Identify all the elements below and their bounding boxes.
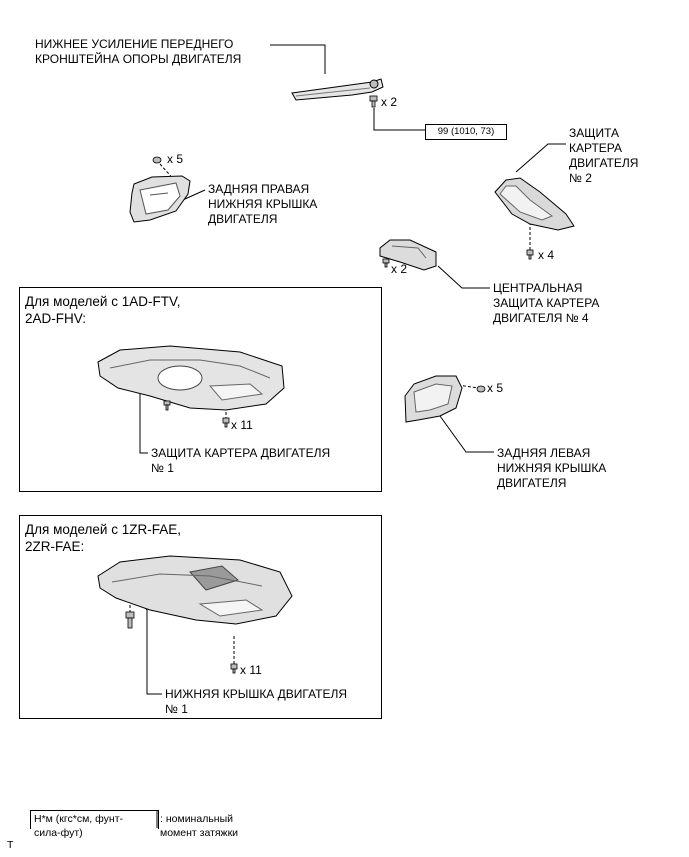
box2-part-2: № 1 — [165, 702, 188, 716]
label-front-reinforcement-1: НИЖНЕЕ УСИЛЕНИЕ ПЕРЕДНЕГО — [35, 37, 234, 51]
box1-qty: x 11 — [231, 418, 253, 432]
bolt-center-guard — [382, 258, 390, 268]
dash-rear-lh — [457, 384, 479, 389]
qty-bolt-top: x 2 — [381, 95, 398, 109]
bolt-box2-b — [230, 663, 238, 674]
bolt-front — [369, 95, 378, 108]
corner-mark: T — [7, 839, 14, 851]
clip-rear-rh — [152, 156, 162, 164]
bolt-box2-a — [125, 611, 135, 629]
box1-part-2: № 1 — [151, 461, 174, 475]
label-rear-rh-3: ДВИГАТЕЛЯ — [208, 212, 278, 226]
clip-rear-lh — [476, 385, 486, 393]
label-rear-lh-2: НИЖНЯЯ КРЫШКА — [497, 461, 607, 475]
torque-spec-box: 99 (1010, 73) — [425, 124, 507, 140]
leader-torque — [373, 108, 425, 131]
box2-qty: x 11 — [240, 663, 262, 677]
qty-clip-rear-lh: x 5 — [487, 381, 504, 395]
leader-center-guard — [437, 265, 490, 289]
center-guard-4-part — [379, 239, 437, 271]
legend-desc-2: момент затяжки — [160, 827, 239, 839]
box1-part-1: ЗАЩИТА КАРТЕРА ДВИГАТЕЛЯ — [151, 446, 331, 460]
legend-box-line-2: сила-фут) — [34, 827, 83, 839]
label-rear-lh-1: ЗАДНЯЯ ЛЕВАЯ — [497, 446, 591, 460]
rear-rh-cover-part — [129, 175, 191, 223]
box2-title-2: 2ZR-FAE: — [25, 539, 85, 554]
qty-clip-rear-rh: x 5 — [167, 152, 184, 166]
label-rear-rh-2: НИЖНЯЯ КРЫШКА — [208, 197, 318, 211]
label-crank-guard-2-4: № 2 — [569, 171, 592, 185]
box1-title-2: 2AD-FHV: — [25, 311, 87, 326]
box2-cover-part — [97, 555, 293, 625]
bolt-box1-a — [163, 400, 171, 411]
label-rear-rh-1: ЗАДНЯЯ ПРАВАЯ — [208, 182, 310, 196]
model-box-1zr-2zr — [19, 515, 382, 719]
leader-rear-lh — [439, 415, 494, 453]
leader-crank-guard-2 — [515, 143, 566, 173]
box2-part-1: НИЖНЯЯ КРЫШКА ДВИГАТЕЛЯ — [165, 687, 348, 701]
label-center-guard-1: ЦЕНТРАЛЬНАЯ — [493, 281, 583, 295]
qty-bolt-crank-guard-2: x 4 — [538, 248, 555, 262]
bolt-crank-guard-2 — [526, 249, 534, 260]
legend-box-line-1: Н*м (кгс*см, фунт- — [34, 813, 124, 825]
label-crank-guard-2-2: КАРТЕРА — [569, 141, 622, 155]
bolt-box1-b — [222, 417, 230, 428]
box1-guard-part — [97, 345, 285, 411]
qty-bolt-center-guard: x 2 — [391, 262, 408, 276]
legend-torque-box — [30, 810, 159, 829]
box2-title-1: Для моделей с 1ZR-FAE, — [25, 522, 181, 537]
label-center-guard-2: ЗАЩИТА КАРТЕРА — [493, 296, 600, 310]
box1-title-1: Для моделей с 1AD-FTV, — [25, 294, 181, 309]
model-box-1ad-2ad — [19, 287, 382, 492]
label-crank-guard-2-3: ДВИГАТЕЛЯ — [569, 156, 639, 170]
crank-guard-2-part — [494, 177, 575, 231]
legend-desc-1: : номинальный — [160, 813, 234, 825]
label-center-guard-3: ДВИГАТЕЛЯ № 4 — [493, 311, 589, 325]
label-rear-lh-3: ДВИГАТЕЛЯ — [497, 476, 567, 490]
front-reinforcement-part — [291, 78, 384, 101]
rear-lh-cover-part — [404, 375, 463, 423]
label-front-reinforcement-2: КРОНШТЕЙНА ОПОРЫ ДВИГАТЕЛЯ — [35, 52, 242, 66]
label-crank-guard-2-1: ЗАЩИТА — [569, 126, 620, 140]
leader-front-reinforcement — [270, 44, 326, 74]
